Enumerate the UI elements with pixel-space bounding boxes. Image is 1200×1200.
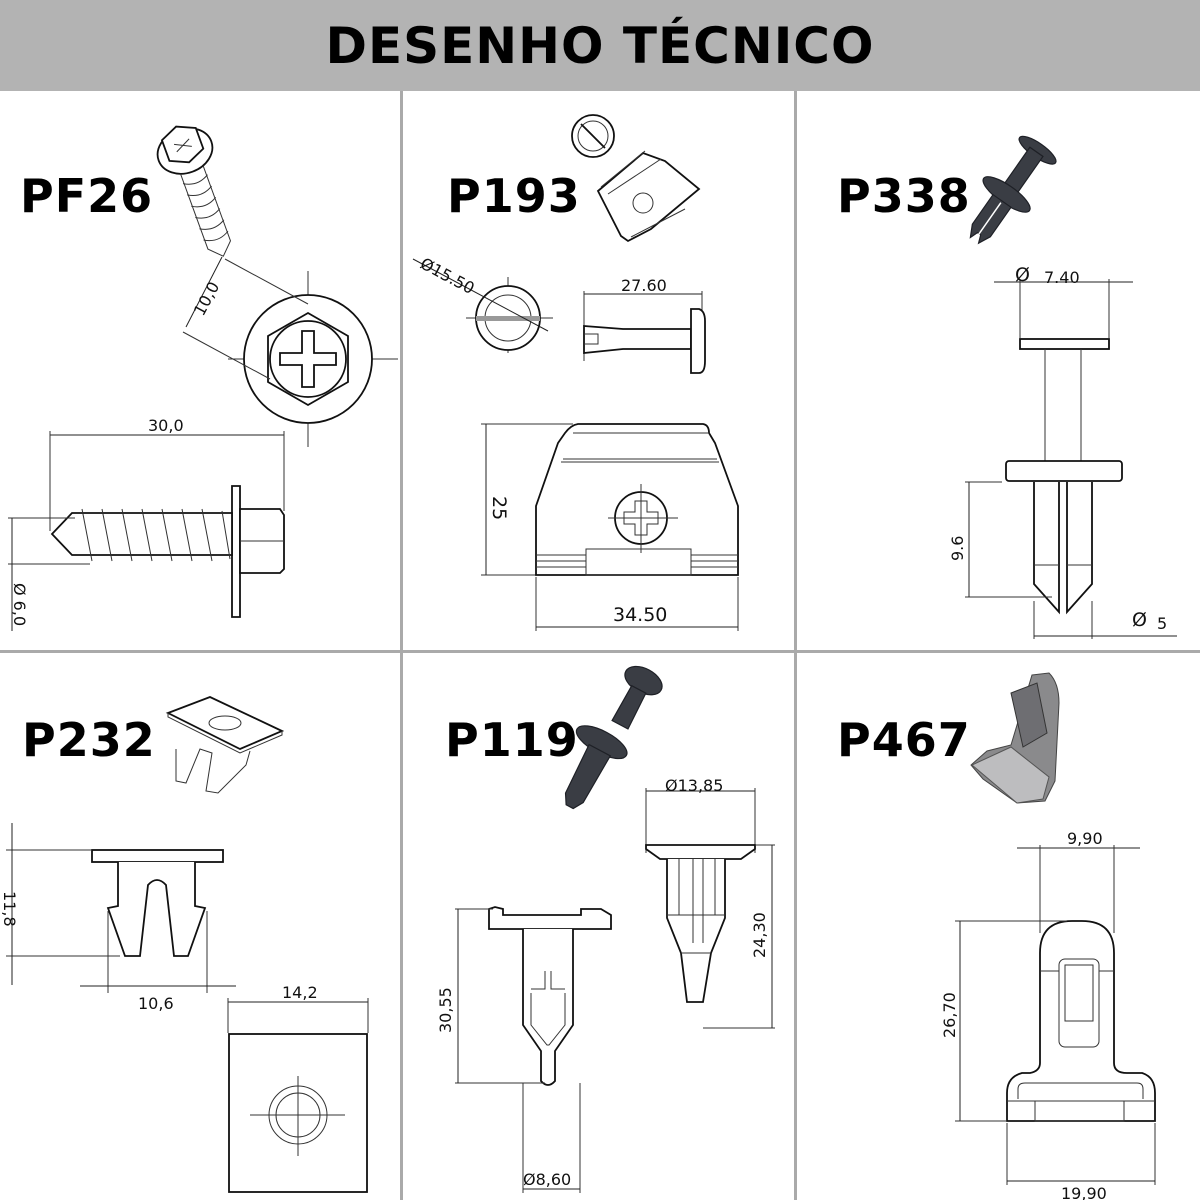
part-code: P193	[447, 169, 581, 223]
pf26-drawing: 10,0 30,0 Ø 6,0	[8, 125, 398, 631]
p338-drawing: Ø 7.40 9.6 Ø 5	[948, 135, 1177, 639]
screw-3d-icon	[156, 125, 232, 257]
panel-p338: P338 Ø 7.40 9.6	[797, 91, 1200, 650]
dim-leg-diameter: 5	[1157, 614, 1167, 633]
panel-pf26: PF26 10,0	[0, 91, 400, 650]
divider-horizontal	[0, 650, 1200, 653]
dim-body-length: 30,55	[436, 987, 455, 1033]
push-rivet-body-view: 30,55 Ø8,60	[436, 906, 612, 1193]
p193-drawing: Ø15.50 27.60 25	[412, 114, 739, 631]
dim-pin-length: 24,30	[750, 912, 769, 958]
dim-leg-width: 10,6	[138, 994, 174, 1013]
push-rivet-head-view: Ø13,85 24,30	[645, 776, 775, 1029]
clip-front-view: 25 34.50	[481, 423, 739, 631]
nut-clip-side-view: 11,8 10,6	[0, 823, 236, 1013]
page-title: DESENHO TÉCNICO	[325, 16, 875, 75]
rivet-side-view: Ø 7.40 9.6 Ø 5	[948, 264, 1177, 639]
pin-side-view: 27.60	[583, 276, 706, 374]
panel-p467: P467 9,90 26,70 19,90	[797, 653, 1200, 1200]
panel-p119: P119 Ø13,85 24,30	[403, 653, 794, 1200]
page-header: DESENHO TÉCNICO	[0, 0, 1200, 91]
p232-drawing: 11,8 10,6 14,2	[0, 696, 369, 1193]
dim-length: 30,0	[148, 416, 184, 435]
dim-pin-diameter: Ø15.50	[417, 254, 477, 298]
dim-height: 25	[488, 496, 510, 520]
panel-p232: P232 11,8 10,6 14,2	[0, 653, 400, 1200]
hinge-clip-front-view: 9,90 26,70 19,90	[940, 829, 1156, 1200]
pin-3d-icon	[571, 114, 615, 158]
screw-side-view: 30,0 Ø 6,0	[8, 416, 285, 631]
dim-height: 11,8	[0, 891, 19, 927]
dim-head-diameter: Ø13,85	[665, 776, 723, 795]
part-code: P467	[837, 713, 971, 767]
p467-drawing: 9,90 26,70 19,90	[940, 672, 1156, 1200]
dim-body-diameter: Ø8,60	[523, 1170, 571, 1189]
divider-vertical-1	[400, 91, 403, 1200]
part-code: P338	[837, 169, 971, 223]
dim-pin-length: 27.60	[621, 276, 667, 295]
dim-leg-diameter-symbol: Ø	[1132, 609, 1147, 631]
p119-drawing: Ø13,85 24,30 30,55 Ø8,60	[436, 665, 775, 1193]
nut-clip-top-view: 14,2	[227, 983, 369, 1193]
part-code: P119	[445, 713, 579, 767]
hinge-clip-3d-icon	[970, 672, 1060, 804]
dim-width: 34.50	[613, 604, 667, 626]
dim-top-width: 9,90	[1067, 829, 1103, 848]
dim-diameter-symbol: Ø	[1015, 264, 1030, 286]
pin-front-view: Ø15.50	[412, 254, 553, 353]
dim-base-width: 19,90	[1061, 1184, 1107, 1200]
dim-height: 26,70	[940, 992, 959, 1038]
part-code: P232	[22, 713, 156, 767]
part-code: PF26	[20, 169, 154, 223]
screw-top-view: 10,0	[182, 256, 398, 447]
divider-vertical-2	[794, 91, 797, 1200]
nut-clip-3d-icon	[165, 696, 285, 794]
panel-p193: P193 Ø15.50 27.60	[403, 91, 794, 650]
dim-diameter: Ø 6,0	[10, 583, 29, 626]
dim-leg-height: 9.6	[948, 536, 967, 561]
dim-head-diameter: 7.40	[1044, 268, 1080, 287]
push-rivet-3d-icon	[564, 665, 663, 810]
clip-3d-icon	[596, 150, 701, 243]
dim-head-width: 10,0	[190, 279, 224, 319]
dim-plate-width: 14,2	[282, 983, 318, 1002]
rivet-3d-icon	[969, 135, 1057, 245]
